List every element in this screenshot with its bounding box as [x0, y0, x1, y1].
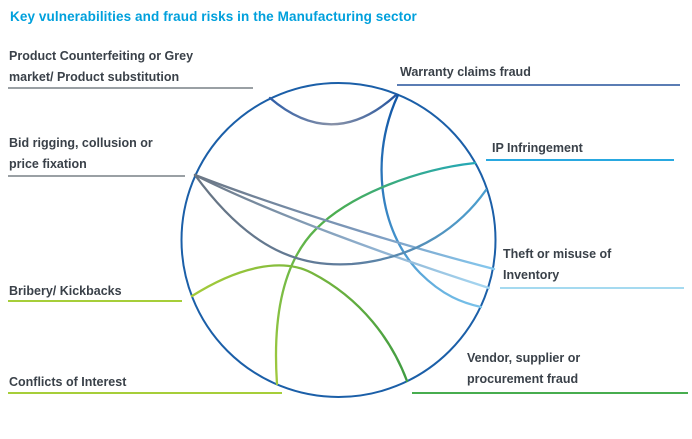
label-line: Bribery/ Kickbacks	[9, 284, 122, 298]
label-line: Bid rigging, collusion or	[9, 136, 153, 150]
label-line: Conflicts of Interest	[9, 375, 127, 389]
label-line: IP Infringement	[492, 141, 583, 155]
label-theft-inventory: Theft or misuse of Inventory	[503, 244, 611, 286]
label-ip-infringement: IP Infringement	[492, 138, 583, 159]
label-vendor-procurement: Vendor, supplier or procurement fraud	[467, 348, 580, 390]
label-line: Theft or misuse of	[503, 247, 612, 261]
arc-warranty-vendor	[380, 93, 483, 309]
underline-ip-infringement	[486, 159, 674, 161]
label-line: procurement fraud	[467, 372, 579, 386]
arc-counterfeiting-warranty	[268, 93, 398, 126]
label-conflicts-of-interest: Conflicts of Interest	[9, 372, 126, 393]
underline-bid-rigging	[8, 175, 185, 177]
label-bribery-kickbacks: Bribery/ Kickbacks	[9, 281, 122, 302]
label-product-counterfeiting: Product Counterfeiting or Grey market/ P…	[9, 46, 193, 88]
arc-ip-conflicts	[274, 161, 477, 386]
figure-title: Key vulnerabilities and fraud risks in t…	[10, 9, 417, 24]
label-line: Product Counterfeiting or Grey	[9, 49, 194, 63]
arc-bribery-vendor	[190, 264, 409, 383]
label-bid-rigging: Bid rigging, collusion or price fixation	[9, 133, 153, 175]
underline-warranty-claims-fraud	[397, 84, 680, 86]
underline-bribery-kickbacks	[8, 300, 182, 302]
label-line: Warranty claims fraud	[400, 65, 531, 79]
underline-theft-inventory	[500, 287, 684, 289]
risk-circle	[180, 82, 497, 398]
arc-bidrigging-theft-upper	[193, 173, 496, 271]
underline-product-counterfeiting	[8, 87, 253, 89]
underline-conflicts-of-interest	[8, 392, 282, 394]
label-line: Vendor, supplier or	[467, 351, 581, 365]
arc-bidrigging-ip	[193, 173, 488, 266]
label-line: price fixation	[9, 157, 87, 171]
label-warranty-claims-fraud: Warranty claims fraud	[400, 62, 531, 83]
arc-bidrigging-theft-lower	[193, 173, 491, 290]
label-line: market/ Product substitution	[9, 70, 180, 84]
underline-vendor-procurement	[412, 392, 688, 394]
label-line: Inventory	[503, 268, 560, 282]
